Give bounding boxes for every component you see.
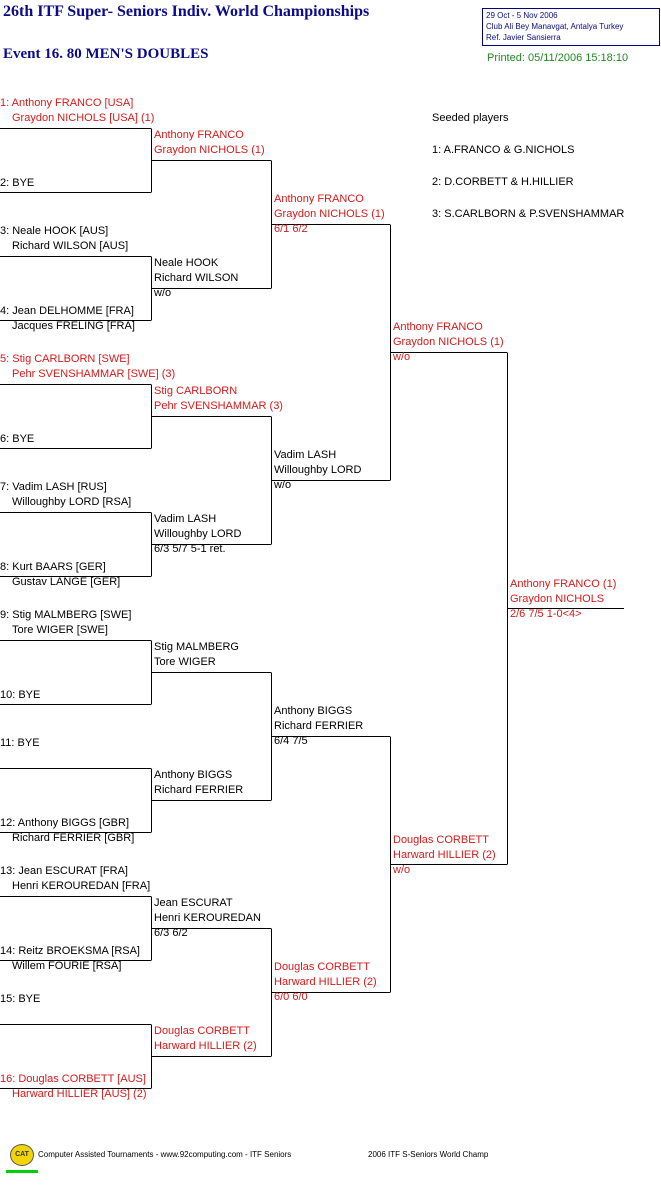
seed-item-1: 1: A.FRANCO & G.NICHOLS [432, 144, 575, 156]
r1-entry-7-player2: Willoughby LORD [RSA] [12, 496, 132, 508]
r4-match-2-player2: Harward HILLIER (2) [393, 849, 496, 861]
r1-entry-15-player1: 15: BYE [0, 993, 41, 1005]
r2-match-3-player2: Pehr SVENSHAMMAR (3) [154, 400, 283, 412]
r1-entry-11-player1: 11: BYE [0, 737, 40, 749]
r3-match-2-player2: Willoughby LORD [274, 464, 362, 476]
r1-entry-12-player1: 12: Anthony BIGGS [GBR] [0, 817, 130, 829]
r2-match-7-player2: Henri KEROUREDAN [154, 912, 261, 924]
r1-entry-4-player1: 4: Jean DELHOMME [FRA] [0, 305, 134, 317]
r1-entry-8-player2: Gustav LANGE [GER] [12, 576, 121, 588]
r2-match-4-player2: Willoughby LORD [154, 528, 242, 540]
event-title: Event 16. 80 MEN'S DOUBLES [3, 46, 209, 62]
r3-match-3-score: 6/4 7/5 [274, 735, 308, 747]
seeds-title: Seeded players [432, 112, 509, 124]
r2-match-5-player2: Tore WIGER [154, 656, 216, 668]
r4-match-1-player2: Graydon NICHOLS (1) [393, 336, 504, 348]
r1-entry-5-player1: 5: Stig CARLBORN [SWE] [0, 353, 130, 365]
r1-entry-3-player2: Richard WILSON [AUS] [12, 240, 129, 252]
r3-match-1-player1: Anthony FRANCO [274, 193, 364, 205]
r3-match-3-player2: Richard FERRIER [274, 720, 364, 732]
r4-match-2-score: w/o [393, 864, 411, 876]
r4-match-1-score: w/o [393, 351, 411, 363]
r1-entry-9-player1: 9: Stig MALMBERG [SWE] [0, 609, 132, 621]
r1-entry-6-player1: 6: BYE [0, 433, 35, 445]
r3-match-2-player1: Vadim LASH [274, 449, 337, 461]
page-title: 26th ITF Super- Seniors Indiv. World Cha… [3, 3, 370, 20]
r1-entry-1-player2: Graydon NICHOLS [USA] (1) [12, 112, 155, 124]
r2-match-4-score: 6/3 5/7 5-1 ret. [154, 543, 226, 555]
r2-match-1-player1: Anthony FRANCO [154, 129, 244, 141]
r2-match-2-player1: Neale HOOK [154, 257, 219, 269]
cat-logo: CAT [10, 1144, 34, 1166]
final-score: 2/6 7/5 1-0<4> [510, 608, 582, 620]
r1-entry-2-player1: 2: BYE [0, 177, 35, 189]
r4-match-2-player1: Douglas CORBETT [393, 834, 489, 846]
r1-entry-5-player2: Pehr SVENSHAMMAR [SWE] (3) [12, 368, 176, 380]
r1-entry-9-player2: Tore WIGER [SWE] [12, 624, 108, 636]
r1-entry-13-player1: 13: Jean ESCURAT [FRA] [0, 865, 128, 877]
r3-match-4-player1: Douglas CORBETT [274, 961, 370, 973]
r2-match-8-player1: Douglas CORBETT [154, 1025, 250, 1037]
r1-entry-12-player2: Richard FERRIER [GBR] [12, 832, 135, 844]
tournament-dates: 29 Oct - 5 Nov 2006 [486, 11, 558, 20]
r2-match-7-score: 6/3 6/2 [154, 927, 188, 939]
r1-entry-14-player1: 14: Reitz BROEKSMA [RSA] [0, 945, 140, 957]
final-player2: Graydon NICHOLS [510, 593, 605, 605]
r3-match-4-score: 6/0 6/0 [274, 991, 308, 1003]
r2-match-5-player1: Stig MALMBERG [154, 641, 239, 653]
r3-match-4-player2: Harward HILLIER (2) [274, 976, 377, 988]
r2-match-2-score: w/o [154, 287, 172, 299]
r1-entry-14-player2: Willem FOURIE [RSA] [12, 960, 122, 972]
r2-match-6-player2: Richard FERRIER [154, 784, 244, 796]
seed-item-2: 2: D.CORBETT & H.HILLIER [432, 176, 574, 188]
r1-entry-4-player2: Jacques FRELING [FRA] [12, 320, 135, 332]
r2-match-4-player1: Vadim LASH [154, 513, 217, 525]
r4-match-1-player1: Anthony FRANCO [393, 321, 483, 333]
r1-entry-16-player1: 16: Douglas CORBETT [AUS] [0, 1073, 146, 1085]
r3-match-2-score: w/o [274, 479, 292, 491]
r1-entry-16-player2: Harward HILLIER [AUS] (2) [12, 1088, 147, 1100]
r3-match-3-player1: Anthony BIGGS [274, 705, 353, 717]
r1-entry-13-player2: Henri KEROUREDAN [FRA] [12, 880, 151, 892]
footer-event: 2006 ITF S-Seniors World Champ [368, 1150, 489, 1159]
r1-entry-10-player1: 10: BYE [0, 689, 41, 701]
r2-match-8-player2: Harward HILLIER (2) [154, 1040, 257, 1052]
r2-match-7-player1: Jean ESCURAT [154, 897, 233, 909]
r3-match-1-score: 6/1 6/2 [274, 223, 308, 235]
footer-credit: Computer Assisted Tournaments - www.92co… [38, 1150, 292, 1159]
r1-entry-7-player1: 7: Vadim LASH [RUS] [0, 481, 107, 493]
tournament-venue: Club Ali Bey Manavgat, Antalya Turkey [486, 22, 624, 31]
printed-timestamp: Printed: 05/11/2006 15:18:10 [487, 52, 629, 64]
r1-entry-8-player1: 8: Kurt BAARS [GER] [0, 561, 106, 573]
r1-entry-1-player1: 1: Anthony FRANCO [USA] [0, 97, 134, 109]
seed-item-3: 3: S.CARLBORN & P.SVENSHAMMAR [432, 208, 625, 220]
r2-match-6-player1: Anthony BIGGS [154, 769, 233, 781]
final-player1: Anthony FRANCO (1) [510, 578, 617, 590]
r1-entry-3-player1: 3: Neale HOOK [AUS] [0, 225, 109, 237]
tournament-info-box: 29 Oct - 5 Nov 2006 Club Ali Bey Manavga… [482, 8, 660, 46]
r2-match-2-player2: Richard WILSON [154, 272, 239, 284]
r2-match-1-player2: Graydon NICHOLS (1) [154, 144, 265, 156]
tournament-referee: Ref. Javier Sansierra [486, 33, 561, 42]
r3-match-1-player2: Graydon NICHOLS (1) [274, 208, 385, 220]
r2-match-3-player1: Stig CARLBORN [154, 385, 238, 397]
logo-underline [6, 1170, 38, 1173]
